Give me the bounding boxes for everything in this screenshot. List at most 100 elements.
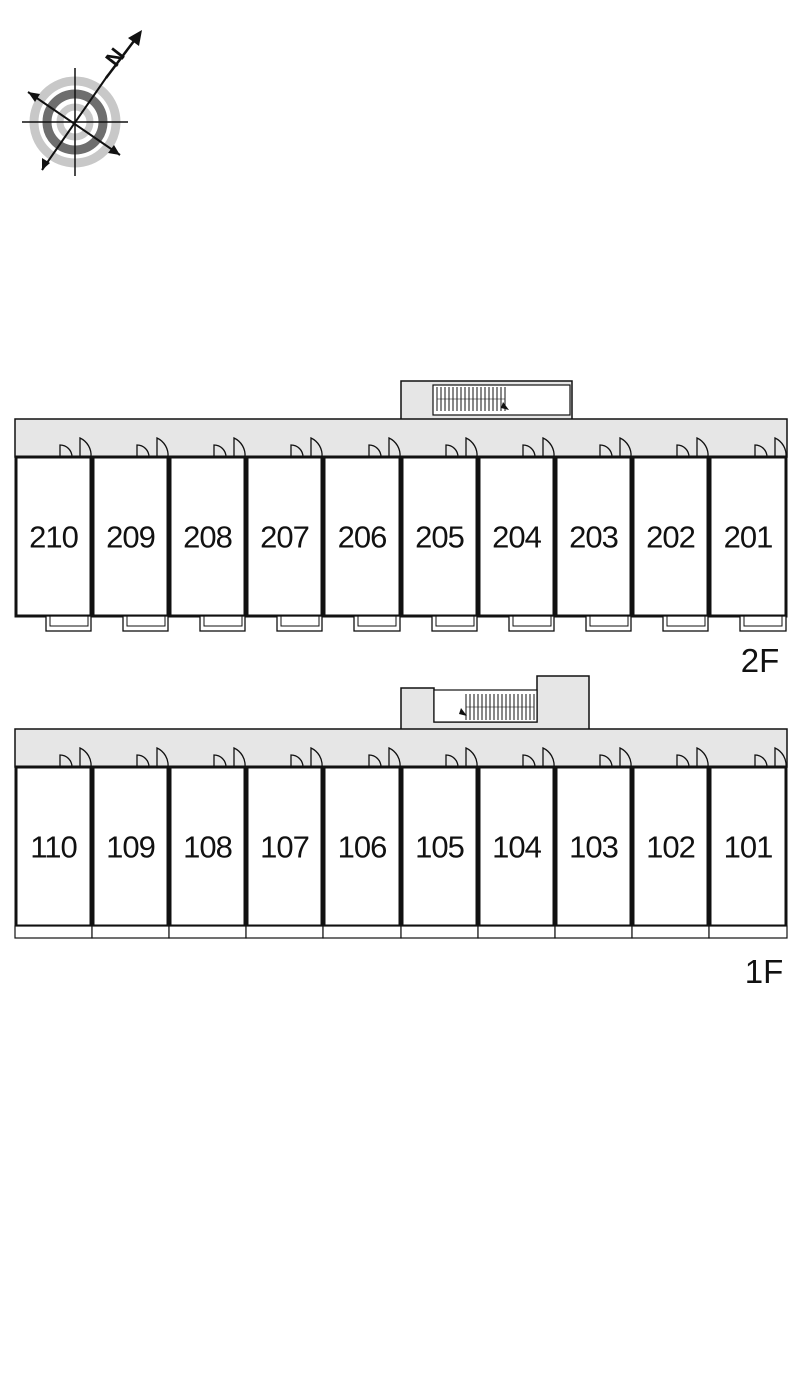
door-icon: [445, 746, 478, 768]
unit-203: 203: [554, 436, 633, 632]
terrace: [245, 925, 324, 939]
unit-box: [168, 455, 247, 618]
unit-202: 202: [631, 436, 710, 632]
unit-box: [554, 455, 633, 618]
door-icon: [213, 746, 246, 768]
terrace: [477, 925, 556, 939]
door-icon: [59, 746, 92, 768]
door-icon: [676, 746, 709, 768]
door-icon: [290, 436, 323, 458]
door-icon: [599, 436, 632, 458]
floor-1f: 110 109 108 107 106 105 104 103 102 101 1F: [14, 675, 788, 990]
unit-209: 209: [91, 436, 170, 632]
door-icon: [136, 436, 169, 458]
terrace: [631, 925, 710, 939]
balcony: [662, 615, 709, 632]
terrace: [708, 925, 788, 939]
unit-208: 208: [168, 436, 247, 632]
unit-number: 208: [183, 520, 232, 555]
unit-102: 102: [631, 746, 710, 939]
floor-label-1f: 1F: [745, 953, 784, 990]
unit-number: 205: [415, 520, 464, 555]
unit-number: 103: [569, 830, 618, 865]
unit-number: 204: [492, 520, 541, 555]
unit-204: 204: [477, 436, 556, 632]
door-icon: [522, 746, 555, 768]
unit-108: 108: [168, 746, 247, 939]
door-icon: [59, 436, 92, 458]
terrace: [554, 925, 633, 939]
door-icon: [368, 436, 401, 458]
unit-box: [245, 765, 324, 928]
unit-number: 209: [106, 520, 155, 555]
unit-box: [631, 765, 710, 928]
unit-205: 205: [400, 436, 479, 632]
door-icon: [754, 746, 787, 768]
unit-number: 109: [106, 830, 155, 865]
unit-box: [322, 455, 402, 618]
unit-number: 104: [492, 830, 541, 865]
staircase-icon: [436, 387, 509, 411]
terrace: [168, 925, 247, 939]
balcony: [45, 615, 92, 632]
door-icon: [676, 436, 709, 458]
door-icon: [599, 746, 632, 768]
unit-box: [477, 765, 556, 928]
unit-106: 106: [322, 746, 402, 939]
unit-number: 201: [724, 520, 773, 555]
unit-number: 107: [260, 830, 309, 865]
door-icon: [445, 436, 478, 458]
unit-box: [14, 765, 93, 928]
unit-number: 106: [338, 830, 387, 865]
compass-north-label: N: [100, 43, 129, 71]
door-icon: [136, 746, 169, 768]
unit-number: 202: [646, 520, 695, 555]
door-icon: [754, 436, 787, 458]
corridor-2f: [14, 418, 788, 458]
balcony: [585, 615, 632, 632]
terrace: [91, 925, 170, 939]
unit-number: 105: [415, 830, 464, 865]
unit-box: [91, 455, 170, 618]
unit-206: 206: [322, 436, 402, 632]
door-icon: [290, 746, 323, 768]
staircase-icon: [459, 694, 535, 720]
unit-105: 105: [400, 746, 479, 939]
terrace: [322, 925, 402, 939]
unit-number: 203: [569, 520, 618, 555]
unit-number: 101: [724, 830, 773, 865]
compass-rose-icon: N: [22, 30, 142, 176]
door-icon: [522, 436, 555, 458]
floor-2f: 210 209 208 207 206 205 204 203 202 201 2F: [14, 380, 788, 679]
unit-number: 110: [30, 830, 77, 865]
unit-box: [477, 455, 556, 618]
unit-box: [631, 455, 710, 618]
door-icon: [213, 436, 246, 458]
unit-number: 102: [646, 830, 695, 865]
unit-107: 107: [245, 746, 324, 939]
unit-109: 109: [91, 746, 170, 939]
floor-label-2f: 2F: [741, 642, 780, 679]
unit-104: 104: [477, 746, 556, 939]
terrace: [14, 925, 93, 939]
balcony: [508, 615, 555, 632]
unit-201: 201: [708, 436, 788, 632]
corridor-1f: [14, 728, 788, 768]
unit-number: 206: [338, 520, 387, 555]
balcony: [199, 615, 246, 632]
unit-box: [708, 455, 788, 618]
balcony: [353, 615, 401, 632]
balcony: [122, 615, 169, 632]
balcony: [431, 615, 478, 632]
door-icon: [368, 746, 401, 768]
unit-number: 108: [183, 830, 232, 865]
unit-207: 207: [245, 436, 324, 632]
unit-box: [554, 765, 633, 928]
unit-210: 210: [14, 436, 93, 632]
balcony: [276, 615, 323, 632]
unit-101: 101: [708, 746, 788, 939]
unit-110: 110: [14, 746, 93, 939]
unit-number: 207: [260, 520, 309, 555]
unit-box: [322, 765, 402, 928]
